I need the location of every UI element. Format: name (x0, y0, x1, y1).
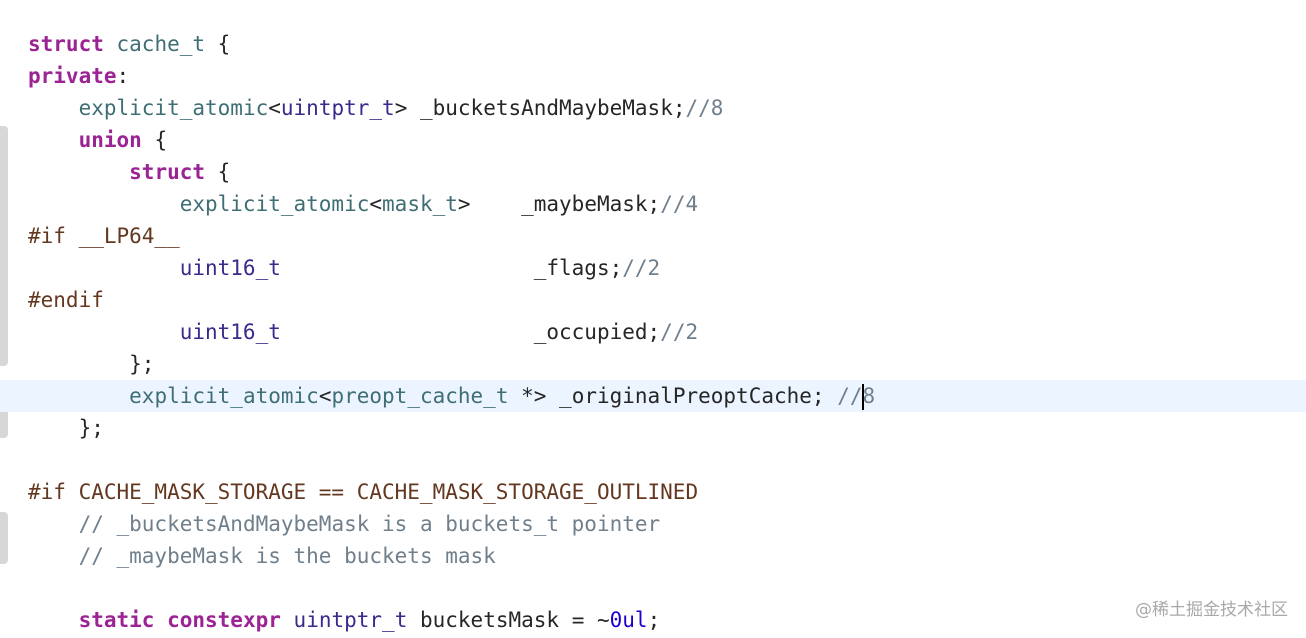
code-token: private (28, 64, 117, 88)
code-token: //2 (660, 320, 699, 344)
code-token: uintptr_t (293, 608, 408, 632)
editor-gutter (0, 0, 8, 638)
code-line[interactable]: private: (28, 60, 875, 92)
code-token: _flags; (280, 256, 623, 280)
code-token: bucketsMask = ~ (407, 608, 610, 632)
code-token: { (205, 32, 231, 56)
code-token: constexpr (167, 608, 281, 632)
code-token: struct (28, 32, 104, 56)
scroll-marker (0, 156, 8, 366)
code-token: // _maybeMask is the buckets mask (78, 544, 496, 568)
text-cursor (861, 384, 864, 410)
watermark: @稀土掘金技术社区 (1135, 600, 1288, 620)
code-token: { (205, 160, 231, 184)
code-token (28, 544, 79, 568)
code-line[interactable]: static constexpr uintptr_t bucketsMask =… (28, 604, 875, 636)
code-line[interactable]: union { (28, 124, 875, 156)
code-token (104, 32, 117, 56)
code-token: uint16_t (179, 256, 281, 280)
code-line[interactable]: // _bucketsAndMaybeMask is a buckets_t p… (28, 508, 875, 540)
code-line[interactable]: }; (28, 348, 875, 380)
code-line[interactable] (28, 572, 875, 604)
code-line[interactable] (28, 444, 875, 476)
scroll-marker (0, 512, 8, 564)
code-token: #if CACHE_MASK_STORAGE == CACHE_MASK_STO… (28, 480, 699, 504)
code-token: #endif (28, 288, 104, 312)
code-token (28, 384, 129, 408)
code-token: // _bucketsAndMaybeMask is a buckets_t p… (78, 512, 661, 536)
code-token: explicit_atomic (129, 384, 319, 408)
code-token (28, 160, 129, 184)
code-token: 0ul (609, 608, 648, 632)
code-token (28, 96, 79, 120)
code-token: < (369, 192, 383, 216)
code-line[interactable]: #if CACHE_MASK_STORAGE == CACHE_MASK_STO… (28, 476, 875, 508)
code-token: : (116, 64, 130, 88)
code-token (28, 192, 180, 216)
code-line[interactable]: struct cache_t { (28, 28, 875, 60)
code-token: #if __LP64__ (28, 224, 180, 248)
code-token: 8 (862, 384, 876, 408)
code-line[interactable]: #if __LP64__ (28, 220, 875, 252)
code-token: //2 (622, 256, 661, 280)
code-token: mask_t (382, 192, 458, 216)
current-code-line[interactable]: explicit_atomic<preopt_cache_t *> _origi… (0, 380, 1306, 412)
code-token: ; (647, 608, 661, 632)
code-token: uintptr_t (280, 96, 395, 120)
code-line[interactable]: }; (28, 412, 875, 444)
code-token: uint16_t (179, 320, 281, 344)
code-token: *> _originalPreoptCache; (508, 384, 838, 408)
code-token (28, 320, 180, 344)
code-token: cache_t (116, 32, 206, 56)
code-token (281, 608, 294, 632)
code-line[interactable]: #endif (28, 284, 875, 316)
code-text-area[interactable]: struct cache_t {private: explicit_atomic… (0, 28, 1306, 636)
code-token: < (268, 96, 281, 120)
code-token: }; (28, 352, 155, 376)
code-token: //4 (660, 192, 699, 216)
code-token: }; (28, 416, 104, 440)
code-token (28, 512, 79, 536)
code-token: _occupied; (280, 320, 661, 344)
code-token: explicit_atomic (179, 192, 370, 216)
code-line[interactable]: // _maybeMask is the buckets mask (28, 540, 875, 572)
code-token: < (318, 384, 332, 408)
code-token: // (837, 384, 863, 408)
code-token: static (78, 608, 155, 632)
code-token: preopt_cache_t (331, 384, 509, 408)
code-line[interactable]: explicit_atomic<uintptr_t> _bucketsAndMa… (28, 92, 875, 124)
code-token (154, 608, 167, 632)
code-token: > _maybeMask; (457, 192, 661, 216)
code-line[interactable]: uint16_t _occupied;//2 (28, 316, 875, 348)
code-token: //8 (685, 96, 724, 120)
code-token: explicit_atomic (78, 96, 269, 120)
code-token (28, 128, 79, 152)
code-token: union (78, 128, 142, 152)
code-token (28, 256, 180, 280)
code-line[interactable]: struct { (28, 156, 875, 188)
code-token: > _bucketsAndMaybeMask; (394, 96, 686, 120)
code-line[interactable]: explicit_atomic<mask_t> _maybeMask;//4 (28, 188, 875, 220)
code-line[interactable]: uint16_t _flags;//2 (28, 252, 875, 284)
code-token: struct (129, 160, 206, 184)
code-token (28, 608, 79, 632)
code-token: { (141, 128, 168, 152)
